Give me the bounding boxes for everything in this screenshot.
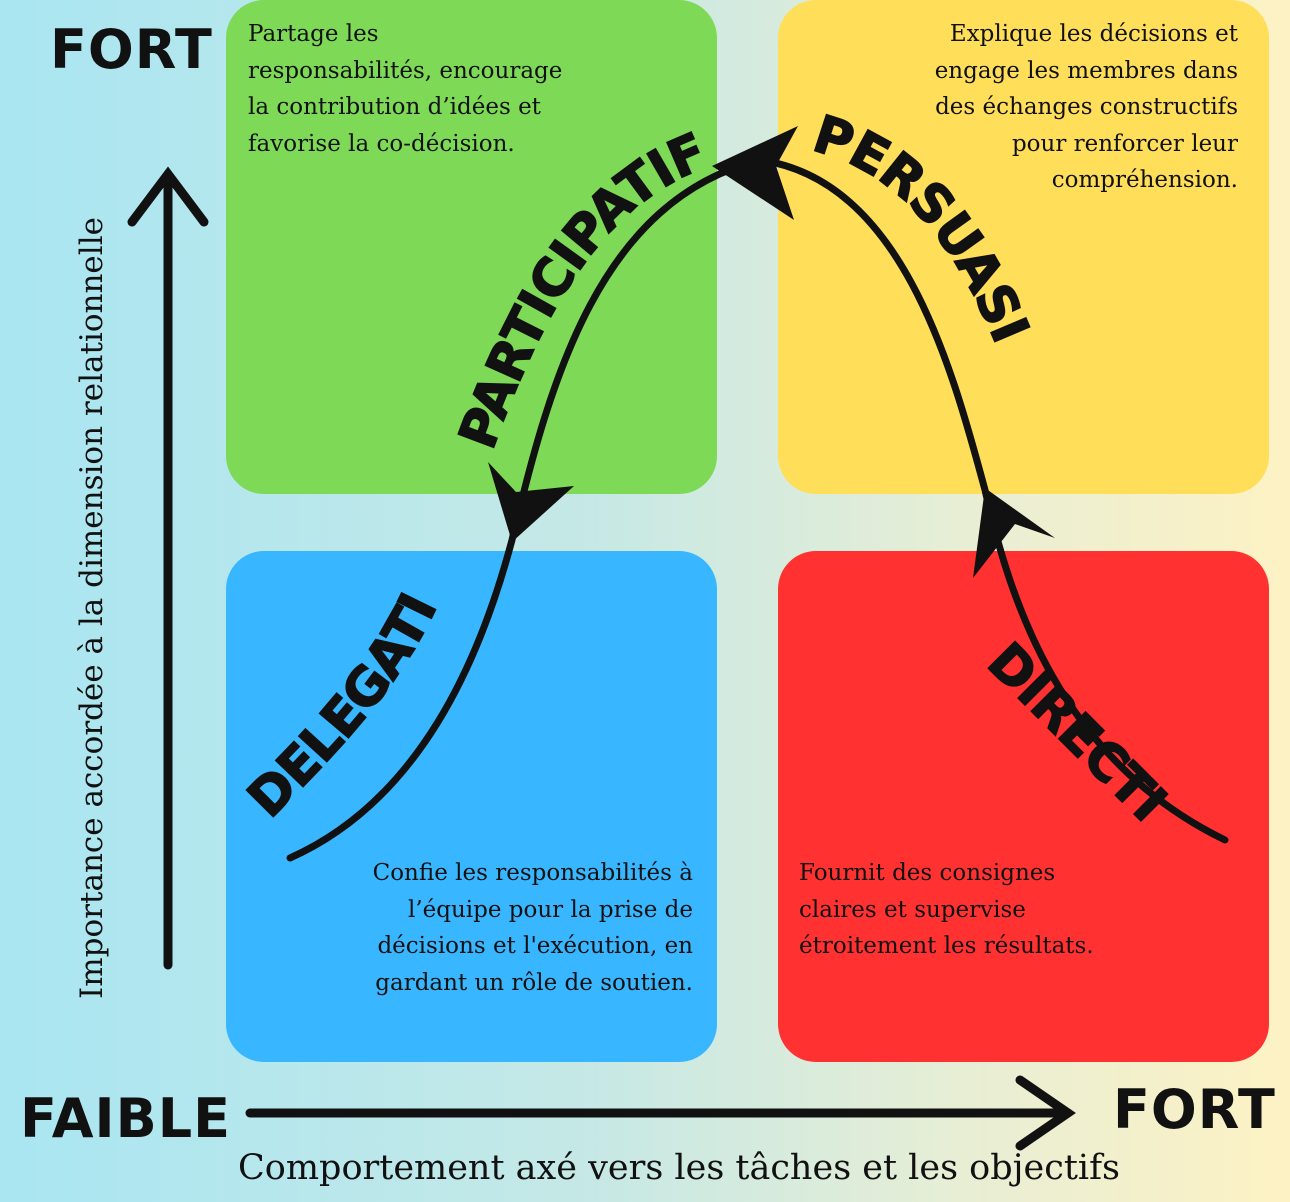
quadrant-persuasif [778,0,1269,494]
arrowhead-directif-icon [973,488,1055,578]
directif-description: Fournit des consignes claires et supervi… [799,860,1094,959]
x-axis-high-label: FORT [1113,1078,1276,1141]
label-delegatif: DELEGATIF [0,0,449,829]
axis-low-label: FAIBLE [20,1087,232,1150]
x-axis-title: Comportement axé vers les tâches et les … [238,1148,1120,1188]
arrowhead-participatif-icon [712,126,798,220]
persuasif-description: Explique les décisions et engage les mem… [934,21,1238,193]
y-axis-high-label: FORT [50,18,213,81]
participatif-description: Partage les responsabilités, encourage l… [248,21,563,157]
delegatif-description: Confie les responsabilités à l’équipe po… [372,860,693,996]
y-axis-arrow [127,166,209,970]
label-participatif: PARTICIPATIF [448,122,714,456]
quadrant-participatif [226,0,717,494]
quadrant-delegatif [226,551,717,1062]
quadrant-directif [778,551,1269,1062]
label-directif: DIRECTIF [0,0,1179,834]
x-axis-arrow [245,1075,1076,1151]
arrowhead-delegatif-icon [488,462,574,542]
